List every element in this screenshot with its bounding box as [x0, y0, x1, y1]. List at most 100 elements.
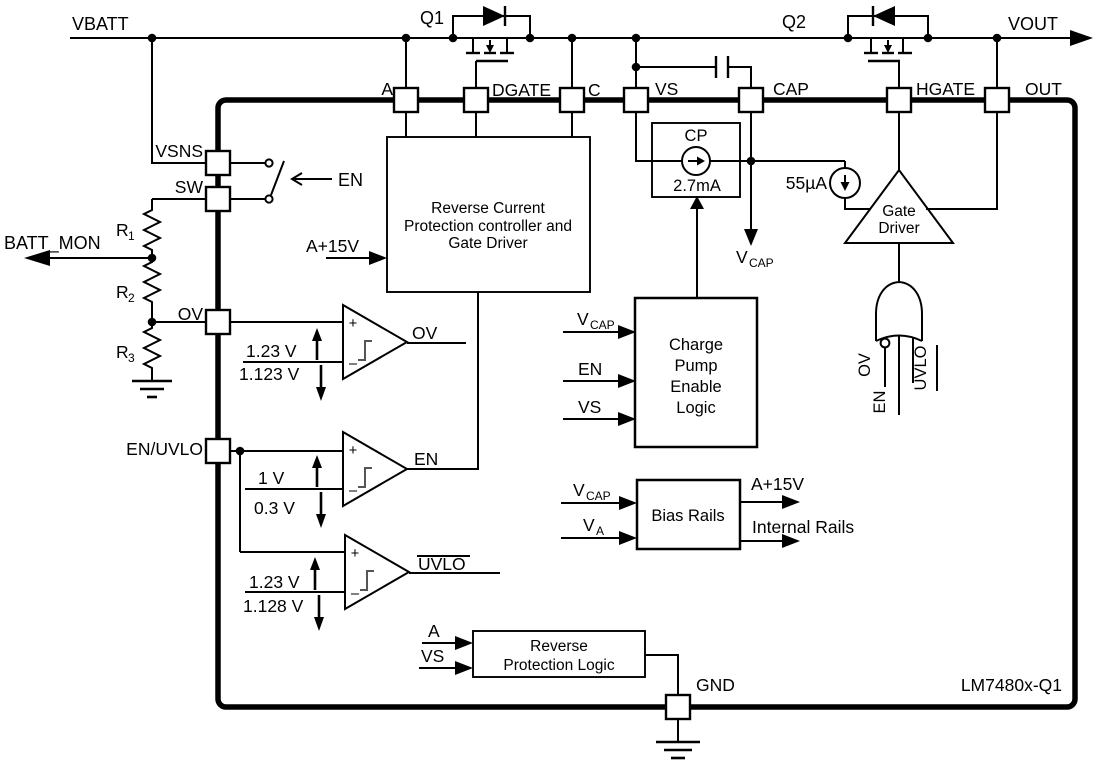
- falling-arrow-icon: [314, 617, 324, 631]
- uvlo-plus: +: [351, 546, 359, 562]
- pin-sw-label: SW: [175, 177, 204, 197]
- r3-sub: 3: [128, 351, 135, 365]
- pin-sw: [204, 185, 232, 213]
- en-arrowhead: [290, 172, 303, 186]
- pin-dgate-label: DGATE: [492, 80, 551, 100]
- reverse-protection-block: [419, 630, 679, 695]
- switch-blade: [270, 160, 285, 196]
- pin-squares: [204, 86, 1011, 721]
- bias-rails-label: Bias Rails: [651, 507, 724, 525]
- pin-vsns-label: VSNS: [155, 141, 203, 161]
- uvlo-rising-threshold: 1.23 V: [249, 572, 300, 592]
- batt-mon-arrowhead: [24, 250, 50, 266]
- cp-label: CP: [685, 127, 708, 145]
- rcp-line1: Reverse Current: [431, 200, 545, 217]
- gate-driver: [843, 113, 998, 244]
- rcp-block: [326, 136, 591, 469]
- pin-out: [983, 86, 1011, 114]
- vcap-branch: [744, 113, 758, 246]
- vout-arrowhead: [1070, 30, 1093, 46]
- batt-mon-label: BATT_MON: [4, 233, 101, 254]
- cp-enable-line3: Enable: [670, 378, 721, 396]
- pin-vsns: [204, 149, 232, 177]
- bias-vcap-label: V: [573, 480, 585, 500]
- en-switch: [230, 158, 332, 204]
- switch-contact-bottom: [264, 194, 274, 204]
- part-number-label: LM7480x-Q1: [961, 675, 1062, 695]
- pin-gnd-label: GND: [696, 675, 735, 695]
- cp-enable-arrowhead: [690, 196, 704, 209]
- vout-label: VOUT: [1008, 14, 1058, 34]
- pin-a: [392, 86, 420, 114]
- cap-capacitor: [636, 56, 752, 88]
- rpl-line2: Protection Logic: [503, 657, 614, 674]
- pin-hgate-label: HGATE: [916, 79, 975, 99]
- r1-label: R: [116, 220, 129, 240]
- uvlo-comparator: [240, 533, 500, 631]
- pin-out-label: OUT: [1025, 79, 1062, 99]
- ov-rising-threshold: 1.23 V: [246, 341, 297, 361]
- pin-en-uvlo-label: EN/UVLO: [126, 439, 203, 459]
- gate-driver-line2: Driver: [878, 220, 919, 237]
- pullup-current-label: 55µA: [786, 173, 828, 193]
- rcp-line2: Protection controller and: [404, 218, 572, 235]
- pin-en-uvlo: [204, 437, 232, 465]
- q2-fet: [847, 6, 929, 88]
- vbatt-rail: [70, 30, 1093, 46]
- ov-minus: –: [349, 356, 358, 372]
- cp-enable-en-label: EN: [578, 359, 602, 379]
- bias-va-sub: A: [596, 524, 604, 538]
- q1-label: Q1: [420, 8, 444, 28]
- cp-enable-vcap-sub: CAP: [590, 318, 615, 332]
- resistor-r1: [141, 199, 163, 258]
- uvlo-falling-threshold: 1.128 V: [243, 596, 304, 616]
- gate-input-uvlo-label: UVLO: [912, 345, 930, 390]
- q1-body-diode-icon: [483, 6, 505, 26]
- pin-cap-label: CAP: [773, 79, 809, 99]
- bias-rails-box: [635, 478, 742, 551]
- pin-c: [558, 86, 586, 114]
- cp-enable-vs-label: VS: [578, 397, 601, 417]
- rpl-a-label: A: [428, 621, 440, 641]
- vcap-sub: CAP: [749, 256, 774, 270]
- vcap-label: V: [736, 247, 748, 267]
- ov-comparator-output-label: OV: [412, 323, 438, 343]
- en-comparator: [230, 292, 479, 552]
- or-gate-body: [875, 280, 923, 341]
- rising-arrow-icon: [310, 557, 320, 570]
- cp-enable-line1: Charge: [669, 336, 723, 354]
- en-comparator-output-label: EN: [414, 449, 438, 469]
- a15v-input-label: A+15V: [306, 236, 359, 256]
- hysteresis-icon: [358, 467, 372, 488]
- battery-divider: [24, 38, 206, 399]
- r2-sub: 2: [128, 291, 135, 305]
- pin-vs: [622, 86, 650, 114]
- ov-plus: +: [349, 316, 357, 332]
- inverter-bubble-icon: [879, 337, 891, 349]
- hysteresis-icon: [358, 340, 372, 361]
- cp-block: [635, 113, 845, 198]
- uvlo-comparator-output-label: UVLO: [418, 554, 466, 574]
- top-pin-wires: [405, 38, 998, 137]
- rpl-vs-label: VS: [421, 646, 444, 666]
- gate-logic: [875, 243, 938, 415]
- q2-label: Q2: [782, 12, 806, 32]
- gate-input-ov-label: OV: [856, 353, 874, 377]
- pin-hgate: [885, 86, 913, 114]
- rcp-line3: Gate Driver: [448, 235, 527, 252]
- gate-driver-line1: Gate: [882, 203, 916, 220]
- pin-cap: [737, 86, 765, 114]
- en-minus: –: [349, 483, 358, 499]
- en-switch-label: EN: [338, 170, 363, 190]
- hysteresis-icon: [360, 570, 374, 591]
- vcap-arrowhead: [744, 229, 758, 246]
- cp-enable-box: [633, 296, 759, 449]
- pin-dgate: [462, 86, 490, 114]
- bias-out-internal-label: Internal Rails: [752, 517, 854, 537]
- en-rising-threshold: 1 V: [258, 468, 285, 488]
- uvlo-minus: –: [351, 586, 360, 602]
- gate-input-en-label: EN: [871, 391, 889, 414]
- ov-comparator: [230, 303, 466, 401]
